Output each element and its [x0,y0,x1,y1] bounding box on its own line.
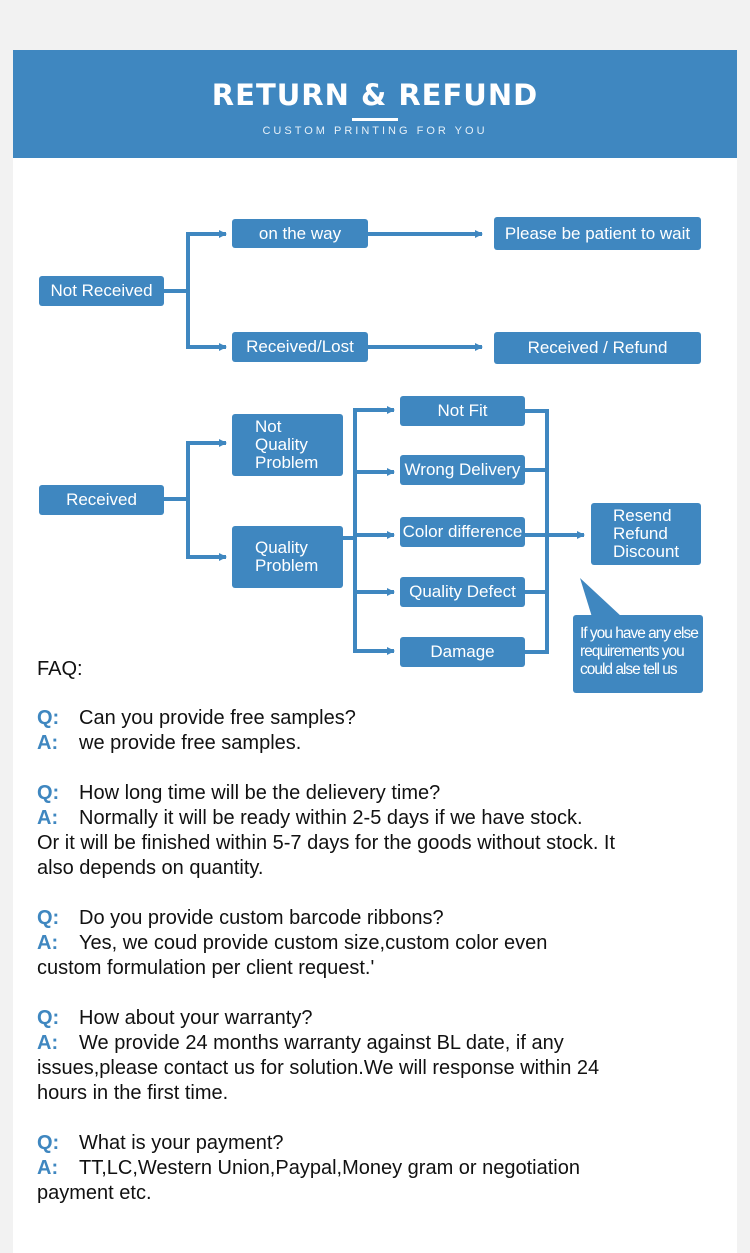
answer-text: Normally it will be ready within 2-5 day… [79,807,583,829]
faq-item: Q: How about your warranty? A: We provide … [37,1006,737,1106]
faq-question: Q: Can you provide free samples? [37,706,737,731]
answer-tag: A: [37,807,59,829]
faq-answer: A: we provide free samples. [37,731,737,756]
node-color-difference: Color difference [400,517,525,547]
question-tag: Q: [37,1132,60,1154]
faq-heading: FAQ: [37,658,83,680]
node-received: Received [39,485,164,515]
faq-item: Q: Can you provide free samples? A: we pro… [37,706,737,756]
node-not-quality-problem-label: Not Quality Problem [255,417,319,472]
answer-text: TT,LC,Western Union,Paypal,Money gram or… [79,1157,580,1179]
answer-text: We provide 24 months warranty against BL… [79,1032,564,1054]
note-bubble: If you have any else requirements you co… [573,615,703,693]
node-not-received: Not Received [39,276,164,306]
question-tag: Q: [37,1007,60,1029]
question-text: How long time will be the delievery time… [79,782,441,804]
node-resend-refund-discount-label: Resend Refund Discount [613,506,680,561]
question-text: Can you provide free samples? [79,707,356,729]
answer-text: Yes, we coud provide custom size,custom … [79,932,548,954]
faq-answer-continued: Or it will be finished within 5-7 days f… [37,832,616,879]
node-wrong-delivery: Wrong Delivery [400,455,525,485]
faq-question: Q: How about your warranty? [37,1006,737,1031]
question-text: What is your payment? [79,1132,284,1154]
faq-section: FAQ: Q: Can you provide free samples? A: w… [37,657,737,1231]
node-please-wait: Please be patient to wait [494,217,701,250]
node-quality-defect: Quality Defect [400,577,525,607]
node-damage: Damage [400,637,525,667]
answer-tag: A: [37,732,59,754]
question-text: How about your warranty? [79,1007,313,1029]
header-banner: RETURN & REFUND CUSTOM PRINTING FOR YOU [13,50,737,158]
question-tag: Q: [37,907,60,929]
node-not-quality-problem: Not Quality Problem [232,414,343,476]
node-resend-refund-discount: Resend Refund Discount [591,503,701,565]
answer-tag: A: [37,932,59,954]
page-subtitle: CUSTOM PRINTING FOR YOU [262,125,488,137]
page-title: RETURN & REFUND [211,78,539,112]
title-divider [352,118,398,121]
note-bubble-tail [580,578,622,617]
node-quality-problem: Quality Problem [232,526,343,588]
faq-item: Q: Do you provide custom barcode ribbons?… [37,906,737,981]
question-text: Do you provide custom barcode ribbons? [79,907,444,929]
faq-answer-continued: payment etc. [37,1182,152,1204]
node-quality-problem-label: Quality Problem [255,538,319,575]
node-on-the-way: on the way [232,219,368,248]
faq-item: Q: What is your payment? A: TT,LC,Western … [37,1131,737,1206]
node-not-fit: Not Fit [400,396,525,426]
node-received-refund: Received / Refund [494,332,701,364]
faq-answer-continued: issues,please contact us for solution.We… [37,1057,600,1104]
question-tag: Q: [37,782,60,804]
node-received-lost: Received/Lost [232,332,368,362]
faq-item: Q: How long time will be the delievery ti… [37,781,737,881]
faq-question: Q: What is your payment? [37,1131,737,1156]
faq-answer: A: Normally it will be ready within 2-5 d… [37,806,737,831]
faq-answer: A: Yes, we coud provide custom size,custo… [37,931,737,956]
faq-question: Q: Do you provide custom barcode ribbons? [37,906,737,931]
answer-tag: A: [37,1032,59,1054]
question-tag: Q: [37,707,60,729]
faq-question: Q: How long time will be the delievery ti… [37,781,737,806]
answer-tag: A: [37,1157,59,1179]
faq-answer-continued: custom formulation per client request.' [37,957,375,979]
answer-text: we provide free samples. [79,732,302,754]
flowchart-connectors [164,230,622,655]
faq-answer: A: We provide 24 months warranty against … [37,1031,737,1056]
faq-answer: A: TT,LC,Western Union,Paypal,Money gram … [37,1156,737,1181]
